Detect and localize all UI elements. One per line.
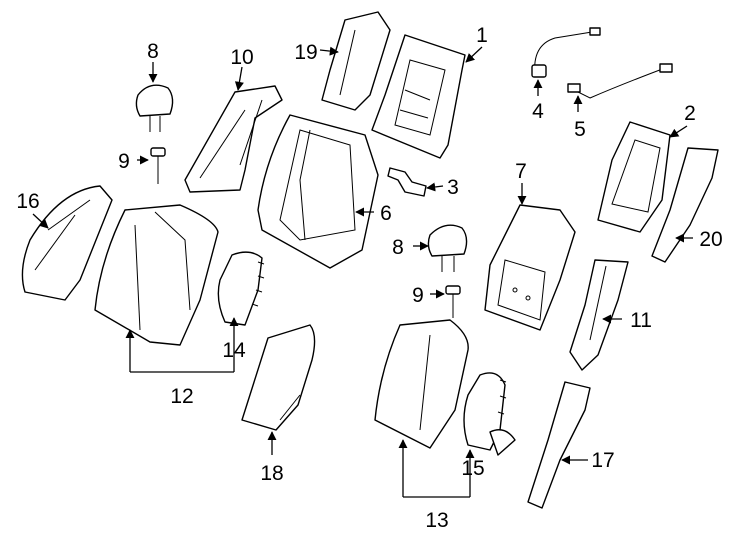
callout-8b: 8	[392, 236, 404, 259]
part-1-backrest-frame	[371, 34, 466, 159]
part-12-seatback-pad	[94, 204, 219, 346]
callout-2: 2	[684, 102, 696, 125]
part-7-cushion	[484, 204, 576, 331]
callout-5: 5	[574, 118, 586, 141]
part-8-headrest-left	[135, 84, 174, 132]
callout-8a: 8	[147, 40, 159, 63]
leader-lines	[32, 46, 693, 498]
callout-13: 13	[425, 509, 448, 532]
part-3-bracket	[387, 167, 427, 197]
part-6-seat-frame	[257, 114, 379, 269]
part-20-trim	[651, 147, 719, 263]
part-17-trim	[527, 381, 591, 509]
part-9-pin-right	[445, 285, 461, 318]
callout-20: 20	[699, 228, 722, 251]
part-18-panel	[241, 324, 316, 431]
callout-19: 19	[294, 41, 317, 64]
part-14-bolster	[217, 251, 265, 326]
callout-3: 3	[447, 176, 459, 199]
callout-18: 18	[260, 462, 283, 485]
callout-15: 15	[461, 457, 484, 480]
part-11-side-trim	[569, 259, 629, 371]
part-2-backrest-frame	[597, 121, 671, 233]
part-15-bolster	[463, 372, 516, 456]
callout-12: 12	[170, 385, 193, 408]
callout-1: 1	[476, 24, 488, 47]
callout-9b: 9	[412, 284, 424, 307]
callout-9a: 9	[118, 150, 130, 173]
part-13-seatback-pad	[374, 319, 469, 449]
part-5-cable	[567, 63, 673, 99]
callout-17: 17	[591, 449, 614, 472]
callout-10: 10	[230, 46, 253, 69]
part-16-cover	[21, 185, 113, 301]
callout-7: 7	[515, 160, 527, 183]
callout-14: 14	[222, 339, 246, 362]
part-19-panel	[321, 11, 391, 111]
callout-6: 6	[380, 202, 392, 225]
callout-labels: 8 9 10 16 12 14 18 19 1 3 6 4 5 7 2 8 9 …	[16, 24, 722, 532]
part-4-cable	[531, 27, 601, 78]
callout-4: 4	[532, 100, 544, 123]
part-8-headrest-right	[427, 224, 468, 272]
part-10-side-panel	[184, 85, 283, 193]
callout-11: 11	[630, 309, 652, 332]
callout-16: 16	[16, 190, 39, 213]
part-9-pin-left	[150, 147, 166, 184]
